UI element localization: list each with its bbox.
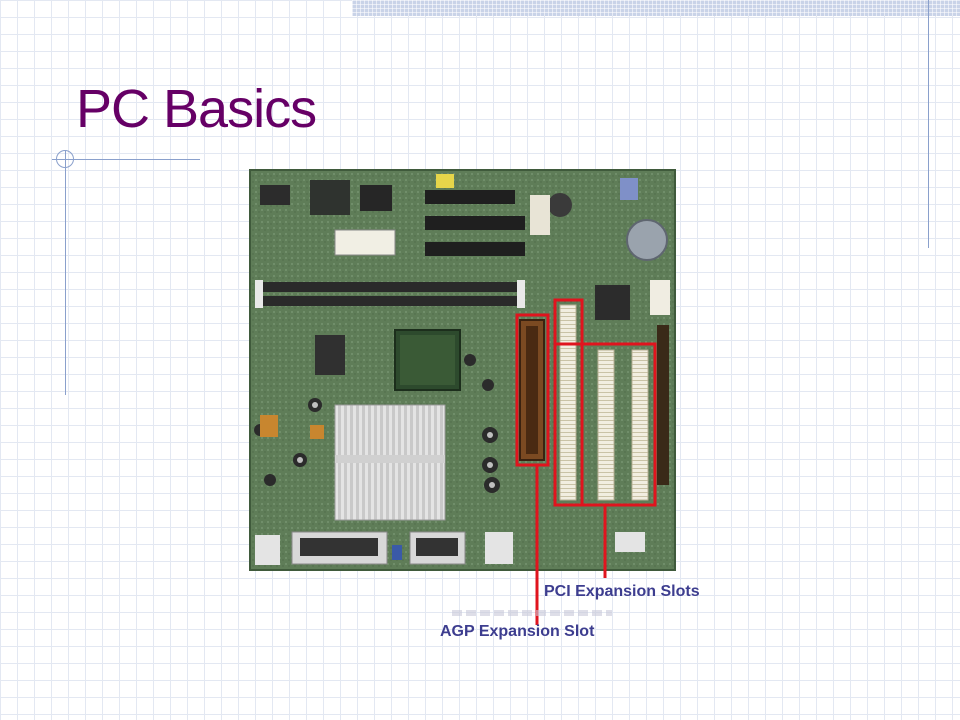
agp-callout-label: AGP Expansion Slot [440,623,595,640]
pci-callout-label: PCI Expansion Slots [544,583,700,600]
pci-slot [559,304,577,501]
header-band [352,0,960,16]
decorative-ring [56,150,74,168]
agp-highlight-box [515,313,550,467]
motherboard-image [200,160,690,630]
title-underline [52,159,200,160]
decorative-rule-left [65,150,66,395]
pci-slot [597,349,615,501]
slide-title: PC Basics [76,79,317,139]
pci-slot [631,349,649,501]
decorative-rule-right [928,0,929,248]
faded-label-shadow [452,610,612,616]
